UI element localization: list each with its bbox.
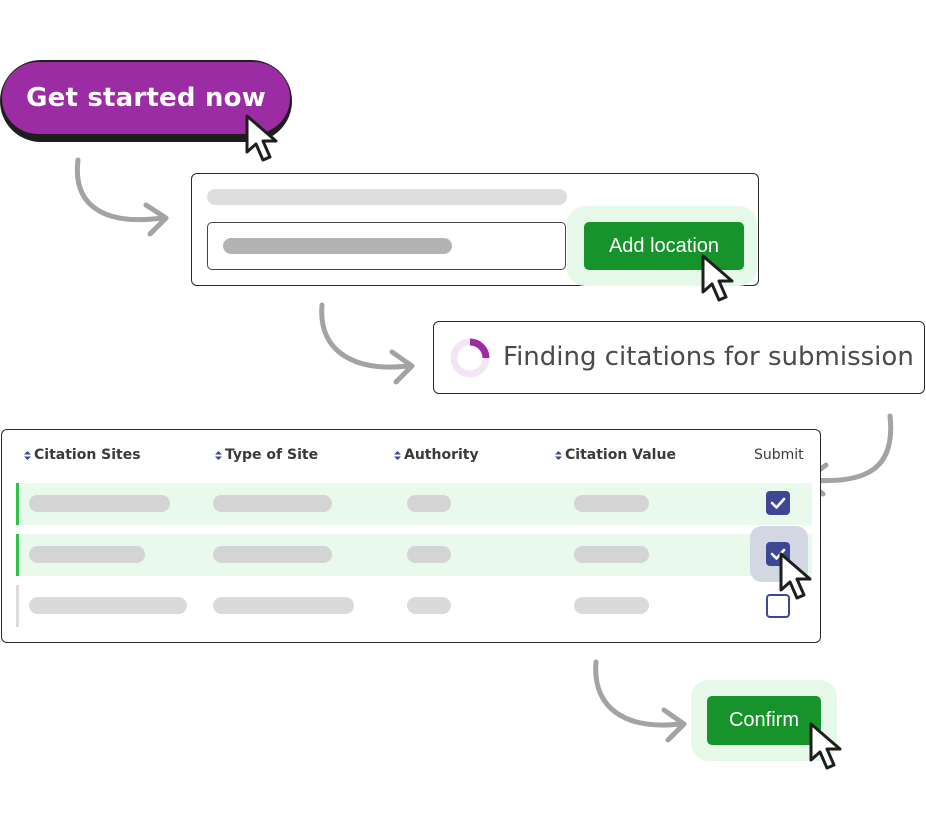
cell-placeholder [407,495,451,512]
cursor-pointer-icon [701,254,734,302]
confirm-button[interactable]: Confirm [707,696,821,745]
checkmark-icon [770,497,786,509]
input-value-placeholder [223,238,452,254]
cell-placeholder [29,597,187,614]
cell-placeholder [29,495,170,512]
get-started-label: Get started now [2,62,290,134]
row-indicator [16,585,19,627]
sort-icon [24,450,31,460]
cell-placeholder [407,546,451,563]
cursor-pointer-icon [809,722,842,770]
cell-placeholder [407,597,451,614]
col-header-citation-value[interactable]: Citation Value [555,447,676,463]
cell-placeholder [574,546,649,563]
submit-checkbox[interactable] [766,594,790,618]
cell-placeholder [213,597,354,614]
row-indicator [16,534,19,576]
sort-icon [555,450,562,460]
col-header-citation-sites[interactable]: Citation Sites [24,447,141,463]
cursor-pointer-icon [779,552,812,600]
row-indicator [16,483,19,525]
cursor-pointer-icon [245,114,278,162]
sort-icon [394,450,401,460]
col-header-submit: Submit [754,447,804,463]
col-header-authority[interactable]: Authority [394,447,479,463]
cell-placeholder [29,546,145,563]
cell-placeholder [213,546,332,563]
get-started-button[interactable]: Get started now [0,60,292,142]
spinner-icon [450,338,490,378]
submit-checkbox[interactable] [766,491,790,515]
cell-placeholder [574,597,649,614]
add-location-button[interactable]: Add location [584,222,744,270]
status-box [433,321,925,394]
sort-icon [215,450,222,460]
status-text: Finding citations for submission [503,342,914,372]
cell-placeholder [574,495,649,512]
cell-placeholder [213,495,332,512]
card-title-placeholder [207,189,567,205]
col-header-type-of-site[interactable]: Type of Site [215,447,318,463]
